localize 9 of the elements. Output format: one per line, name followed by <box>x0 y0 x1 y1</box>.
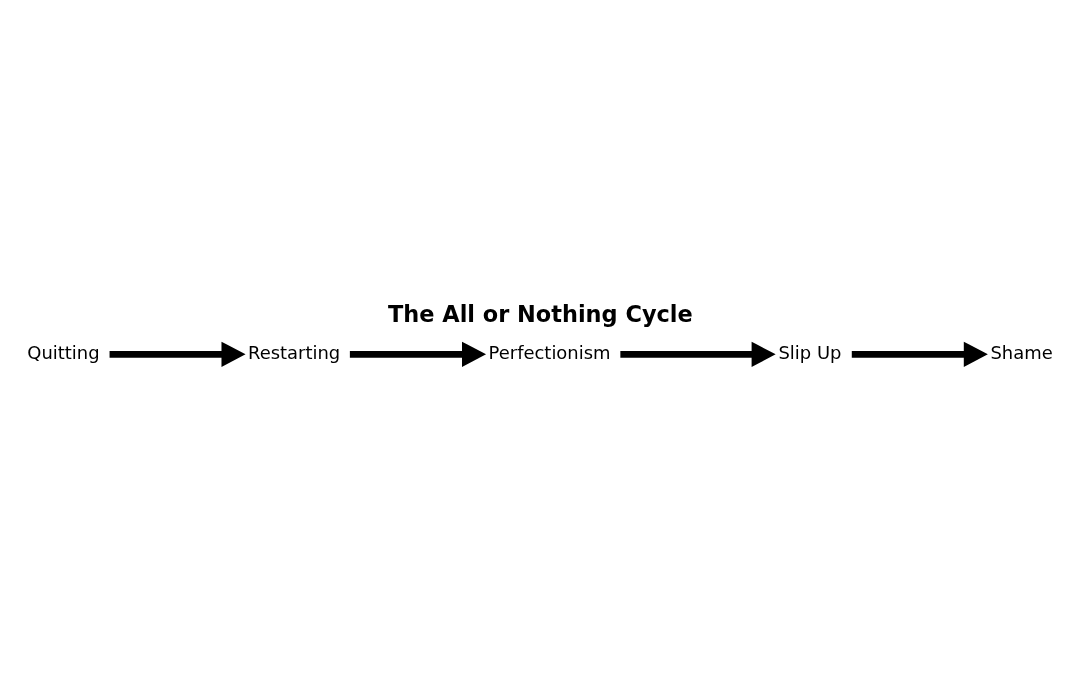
arrow <box>851 341 988 367</box>
arrow <box>109 341 246 367</box>
diagram-title: The All or Nothing Cycle <box>388 300 693 327</box>
node-text: Perfectionism <box>488 341 611 363</box>
node-text: Quitting <box>27 341 100 363</box>
node-text: Slip Up <box>778 341 842 363</box>
node-text: Restarting <box>248 341 341 363</box>
arrow <box>349 341 487 367</box>
node-text: Shame <box>990 341 1053 363</box>
